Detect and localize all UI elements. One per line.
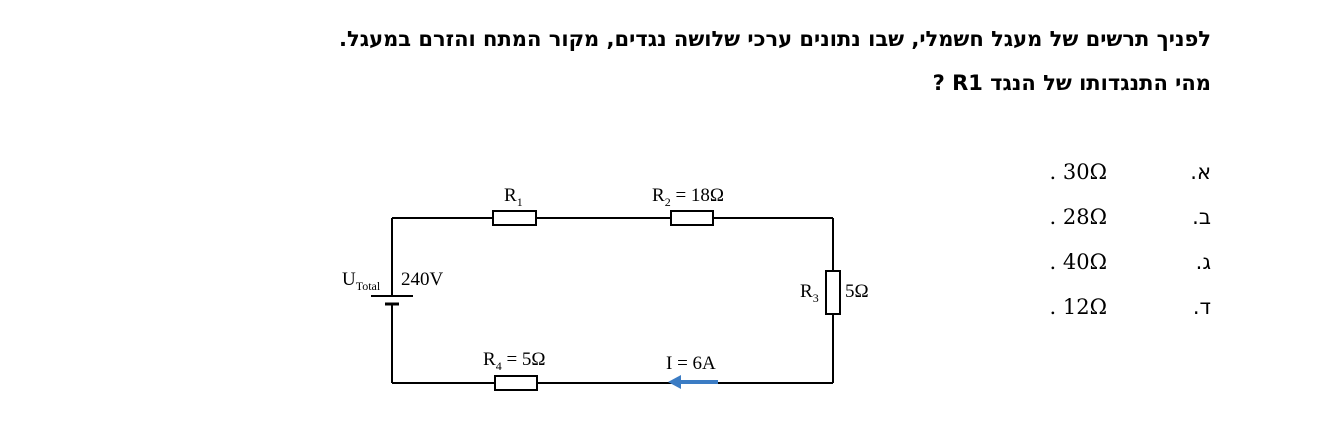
answer-letter: ד. [1192,295,1211,319]
question-line-1: לפניך תרשים של מעגל חשמלי, שבו נתונים ער… [339,27,1211,51]
r4-label: R4 = 5Ω [483,349,546,373]
answer-value: . 12Ω [1049,295,1107,319]
question-line-2: מהי התנגדותו של הנגד R1 ? [932,71,1211,95]
answer-option-d[interactable]: ד. . 12Ω [1041,295,1211,325]
r3-label: R3 [800,281,819,305]
answer-letter: ג. [1195,250,1211,274]
resistor-r1 [492,210,537,226]
answer-value: . 30Ω [1049,160,1107,184]
resistor-r4 [494,375,538,391]
source-label: UTotal [342,269,381,293]
resistor-r2 [670,210,714,226]
answer-letter: ב. [1192,205,1211,229]
answer-option-b[interactable]: ב. . 28Ω [1041,205,1211,235]
r2-label: R2 = 18Ω [652,185,724,209]
answer-letter: א. [1190,160,1211,184]
answer-value: . 28Ω [1049,205,1107,229]
source-value: 240V [401,269,444,290]
answer-option-c[interactable]: ג. . 40Ω [1041,250,1211,280]
current-label: I = 6A [666,353,716,374]
answer-value: . 40Ω [1049,250,1107,274]
answer-option-a[interactable]: א. . 30Ω [1041,160,1211,190]
r3-value: 5Ω [845,281,869,302]
r1-label: R1 [504,185,523,209]
resistor-r3 [825,270,841,315]
current-arrow-icon [668,375,718,389]
circuit-wires [391,217,834,384]
